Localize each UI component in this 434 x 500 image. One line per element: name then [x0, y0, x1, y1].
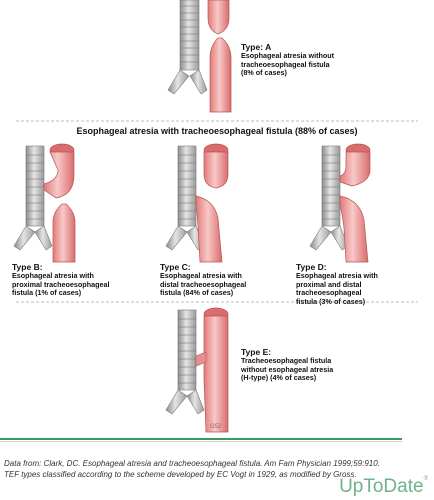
diagram-type-c — [165, 143, 229, 263]
section-title: Esophageal atresia with tracheoesophagea… — [76, 126, 358, 136]
type-e-title: Type E: — [241, 347, 272, 357]
fistula-e — [195, 351, 207, 367]
trachea-d — [309, 145, 349, 251]
type-d-desc: Esophageal atresia with proximal and dis… — [296, 271, 378, 306]
uptodate-logo: UpToDate® — [339, 476, 428, 498]
diagram-type-b — [13, 143, 76, 263]
source-citation: Data from: Clark, DC. Esophageal atresia… — [4, 459, 380, 479]
type-b-desc: Esophageal atresia with proximal tracheo… — [12, 271, 110, 298]
diagram-type-e — [165, 307, 229, 433]
diagram-type-d — [309, 143, 371, 263]
esophagus-a — [207, 0, 232, 113]
type-a-title: Type: A — [241, 42, 272, 52]
type-c-desc: Esophageal atresia with distal tracheoes… — [160, 271, 247, 298]
type-e-label: Type E: Tracheoesophageal fistula withou… — [241, 347, 391, 383]
diagram-type-a — [167, 0, 232, 113]
type-b-title: Type B: — [12, 262, 43, 272]
artist-signature: G52 — [210, 424, 222, 430]
type-a-desc: Esophageal atresia without tracheoesopha… — [241, 51, 335, 78]
trachea-b — [13, 145, 53, 251]
footer-rule — [0, 438, 402, 440]
esophagus-c — [195, 143, 229, 263]
type-d-title: Type D: — [296, 262, 327, 272]
esophagus-d — [339, 143, 371, 263]
type-c-title: Type C: — [160, 262, 191, 272]
esophagus-e — [195, 307, 229, 433]
esophagus-b — [43, 143, 76, 263]
brand-name: UpToDate — [339, 476, 424, 497]
type-c-label: Type C: Esophageal atresia with distal t… — [160, 262, 290, 298]
footer-rule-light — [0, 441, 402, 442]
type-e-desc: Tracheoesophageal fistula without esopha… — [241, 356, 334, 383]
type-d-label: Type D: Esophageal atresia with proximal… — [296, 262, 426, 306]
trachea-a — [167, 0, 208, 95]
type-a-label: Type: A Esophageal atresia without trach… — [241, 42, 391, 78]
brand-mark: ® — [423, 476, 428, 482]
type-b-label: Type B: Esophageal atresia with proximal… — [12, 262, 147, 298]
trachea-e — [165, 309, 205, 415]
